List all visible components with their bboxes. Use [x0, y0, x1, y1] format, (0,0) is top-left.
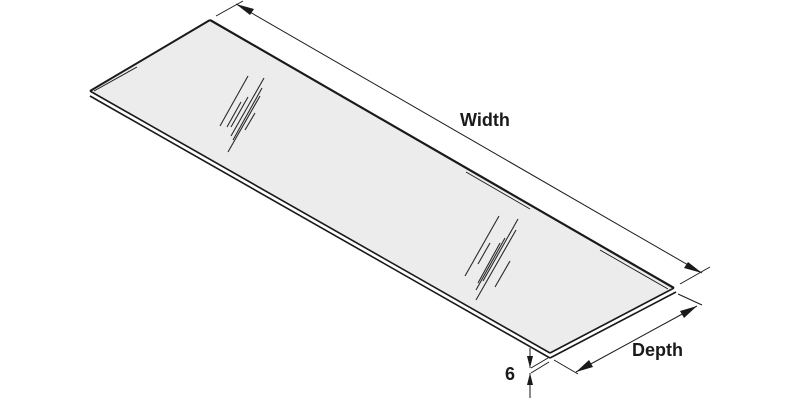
depth-label: Depth — [632, 340, 683, 360]
shelf-back-highlight — [465, 171, 531, 210]
thickness-extension-line-top — [530, 357, 549, 369]
width-extension-line-left — [215, 0, 244, 17]
width-dimension-line — [235, 3, 703, 274]
shelf-left-edge — [89, 19, 211, 92]
shelf-left-highlight — [93, 66, 138, 92]
shelf-front-edge-top — [89, 90, 551, 354]
depth-extension-line-front — [553, 359, 579, 375]
thickness-arrow-down-icon — [527, 356, 533, 368]
depth-dimension-line — [575, 305, 698, 373]
thickness-label: 6 — [505, 364, 516, 384]
glass-glare-right — [464, 215, 519, 301]
shelf-top-surface — [90, 20, 674, 354]
glass-shelf — [89, 19, 677, 359]
glass-glare-left — [219, 75, 265, 153]
width-dimension — [215, 0, 711, 285]
width-arrow-end-icon — [684, 262, 702, 273]
shelf-right-edge-top — [549, 287, 675, 354]
thickness-arrow-up-icon — [527, 373, 533, 385]
width-extension-line-right — [679, 266, 711, 285]
width-label: Width — [460, 110, 510, 130]
thickness-dimension — [527, 348, 550, 398]
depth-extension-line-back — [677, 293, 703, 306]
width-arrow-start-icon — [236, 4, 254, 15]
shelf-back-edge — [209, 19, 675, 289]
shelf-right-highlight — [599, 249, 669, 290]
depth-dimension — [553, 293, 703, 375]
thickness-extension-line-bottom — [530, 361, 550, 374]
shelf-front-edge-bottom — [89, 95, 551, 359]
shelf-right-edge-bottom — [549, 291, 677, 359]
depth-arrow-start-icon — [576, 360, 593, 372]
depth-arrow-end-icon — [680, 306, 697, 318]
